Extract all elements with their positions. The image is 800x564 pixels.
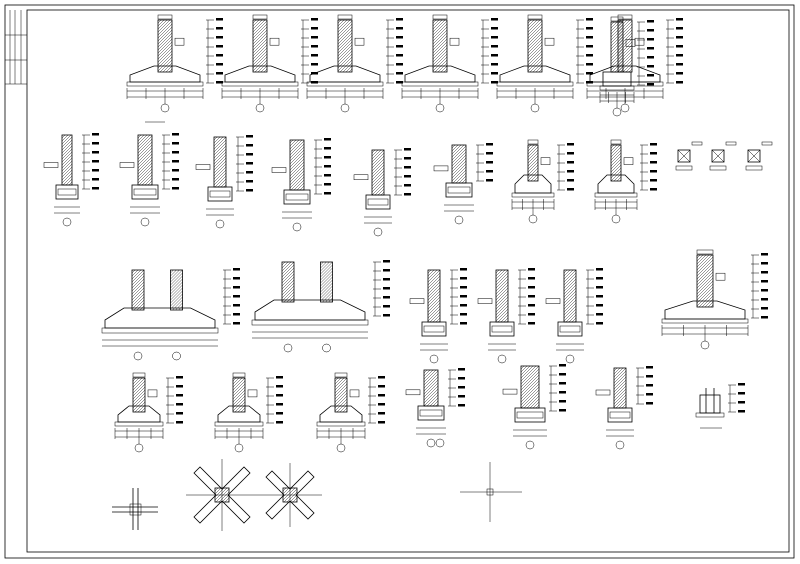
- footing-section: [511, 139, 574, 224]
- footing-section: [594, 139, 657, 224]
- pier-detail: [409, 268, 467, 364]
- pier-detail: [119, 133, 179, 227]
- footing-section: [316, 372, 385, 453]
- footing-section: [496, 14, 593, 113]
- footing-section: [586, 14, 683, 113]
- x-joint-detail: [258, 463, 322, 527]
- pier-detail: [405, 368, 465, 448]
- footing-section: [599, 16, 654, 117]
- pier-detail: [433, 143, 493, 225]
- pier-detail: [545, 268, 603, 364]
- pier-detail: [43, 133, 99, 227]
- column-plan: [709, 141, 737, 171]
- footing-section: [306, 14, 403, 113]
- footing-section: [221, 14, 318, 113]
- pier-detail: [477, 268, 535, 364]
- x-joint-detail: [186, 459, 258, 531]
- twin-footing: [101, 268, 240, 361]
- inner-border: [26, 9, 790, 553]
- footing-section: [214, 372, 283, 453]
- center-crosshair: [460, 462, 522, 522]
- pier-detail: [353, 148, 411, 237]
- column-plan: [675, 141, 703, 171]
- footing-section: [401, 14, 498, 113]
- pier-detail: [595, 366, 653, 450]
- outer-border: [4, 4, 795, 559]
- footing-section: [114, 372, 183, 453]
- twin-footing: [251, 260, 390, 353]
- binding-strip: [5, 10, 27, 85]
- pier-detail: [271, 138, 331, 232]
- pier-detail: [195, 135, 253, 229]
- foundation-details: [43, 14, 773, 531]
- column-plan: [745, 141, 773, 171]
- footing-section: [126, 14, 223, 113]
- cross-joint-plan: [112, 488, 158, 530]
- footing-section: [661, 249, 768, 350]
- pier-detail: [502, 364, 566, 450]
- base-plate-detail: [695, 383, 745, 418]
